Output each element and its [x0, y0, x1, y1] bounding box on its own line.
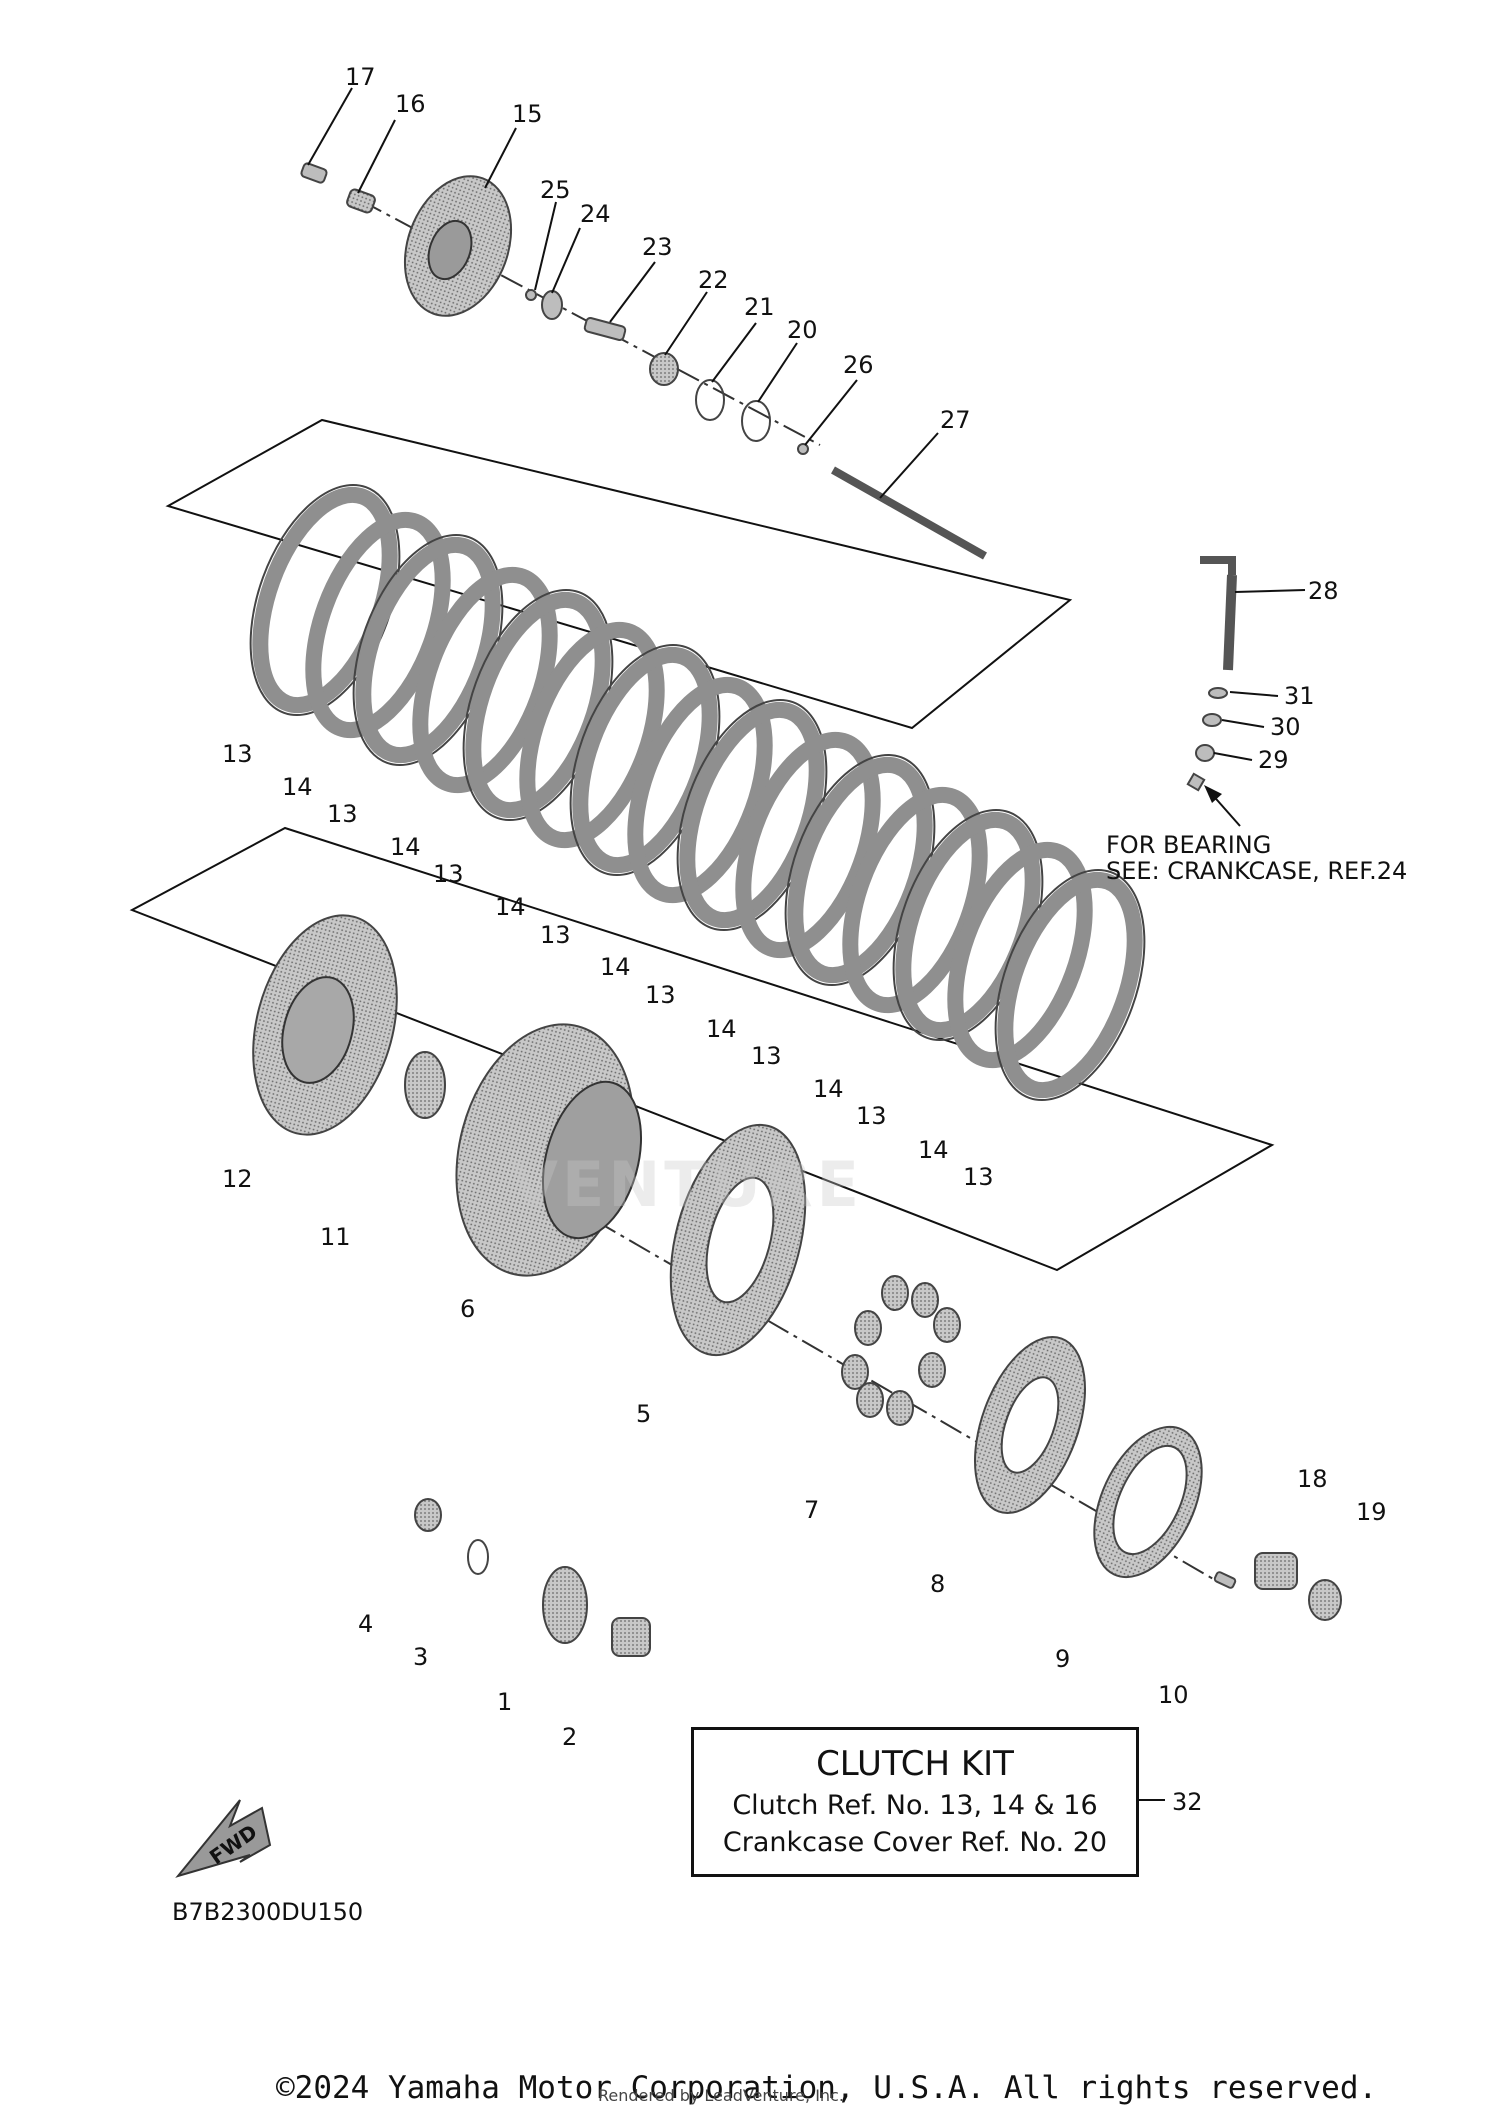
- label-20: 20: [787, 316, 818, 344]
- label-14: 14: [282, 773, 313, 801]
- label-13: 13: [751, 1042, 782, 1070]
- label-31: 31: [1284, 682, 1315, 710]
- ball-26: [797, 443, 809, 455]
- clutch-plate: [947, 841, 1093, 1069]
- washer-19: [1308, 1579, 1342, 1621]
- label-5: 5: [636, 1400, 651, 1428]
- clutch-kit-line-2: Crankcase Cover Ref. No. 20: [722, 1827, 1108, 1858]
- label-16: 16: [395, 90, 426, 118]
- part-labels: 17 16 15 25 24 23 22 21 20 26 27 28 31 3…: [222, 63, 1387, 1816]
- clutch-kit-box: CLUTCH KIT Clutch Ref. No. 13, 14 & 16 C…: [691, 1727, 1139, 1877]
- label-13: 13: [222, 740, 253, 768]
- push-lever-28: [1200, 556, 1237, 671]
- label-8: 8: [930, 1570, 945, 1598]
- spring-16: [346, 188, 376, 214]
- ball-25: [525, 289, 537, 301]
- collar-18: [1254, 1552, 1298, 1590]
- bearing-note: FOR BEARING SEE: CRANKCASE, REF.24: [1106, 832, 1407, 884]
- label-29: 29: [1258, 746, 1289, 774]
- clutch-housing-6: [455, 1023, 643, 1277]
- lock-washer-3: [467, 1539, 489, 1575]
- note-line-2: SEE: CRANKCASE, REF.24: [1106, 857, 1408, 885]
- label-15: 15: [512, 100, 543, 128]
- bolt-17: [300, 162, 328, 184]
- label-26: 26: [843, 351, 874, 379]
- label-13: 13: [963, 1163, 994, 1191]
- circlip-24: [541, 290, 563, 320]
- rendered-by-text: Rendered by LeadVenture, Inc.: [598, 2086, 844, 2105]
- label-22: 22: [698, 266, 729, 294]
- label-17: 17: [345, 63, 376, 91]
- label-18: 18: [1297, 1465, 1328, 1493]
- label-11: 11: [320, 1223, 351, 1251]
- damper-set-7: [841, 1275, 961, 1426]
- leader-lines: [307, 87, 1306, 1801]
- label-13: 13: [327, 800, 358, 828]
- label-14: 14: [706, 1015, 737, 1043]
- washer-30: [1202, 713, 1222, 727]
- label-32: 32: [1172, 1788, 1203, 1816]
- label-14: 14: [600, 953, 631, 981]
- label-13: 13: [433, 860, 464, 888]
- push-rod-23: [583, 316, 627, 342]
- fwd-arrow-icon: FWD: [175, 1799, 272, 1878]
- label-10: 10: [1158, 1681, 1189, 1709]
- push-rod-27: [831, 466, 987, 560]
- copyright-text: ©2024 Yamaha Motor Corporation, U.S.A. A…: [276, 2070, 1378, 2106]
- label-14: 14: [495, 893, 526, 921]
- label-3: 3: [413, 1643, 428, 1671]
- bearing-29: [1195, 744, 1215, 762]
- label-7: 7: [804, 1496, 819, 1524]
- plate-8: [974, 1336, 1086, 1514]
- clutch-kit-line-1: Clutch Ref. No. 13, 14 & 16: [732, 1790, 1098, 1821]
- pin-10: [1213, 1571, 1237, 1589]
- friction-plate: [994, 868, 1146, 1102]
- bearing-arrow-head: [1204, 785, 1222, 803]
- washer-21: [695, 379, 725, 421]
- label-14: 14: [390, 833, 421, 861]
- pressure-plate-15: [403, 175, 513, 317]
- bearing-22: [649, 352, 679, 386]
- label-23: 23: [642, 233, 673, 261]
- label-9: 9: [1055, 1645, 1070, 1673]
- label-19: 19: [1356, 1498, 1387, 1526]
- primary-drive-gear-1: [542, 1566, 588, 1644]
- plate-9: [1093, 1425, 1203, 1579]
- thrust-washer-11: [404, 1051, 446, 1119]
- clutch-plate-stack: [249, 483, 1146, 1102]
- label-1: 1: [497, 1688, 512, 1716]
- label-4: 4: [358, 1610, 373, 1638]
- nut-4: [414, 1498, 442, 1532]
- diagram-code: B7B2300DU150: [172, 1898, 364, 1926]
- bearing-ref: [1186, 772, 1206, 792]
- primary-driven-gear-5: [669, 1123, 807, 1357]
- label-30: 30: [1270, 713, 1301, 741]
- note-line-1: FOR BEARING: [1106, 831, 1272, 859]
- label-14: 14: [813, 1075, 844, 1103]
- label-28: 28: [1308, 577, 1339, 605]
- clutch-kit-title: CLUTCH KIT: [816, 1744, 1014, 1784]
- label-25: 25: [540, 176, 571, 204]
- clutch-boss-12: [252, 914, 398, 1136]
- clutch-plate: [519, 621, 665, 849]
- label-13: 13: [645, 981, 676, 1009]
- washer-20: [741, 400, 771, 442]
- label-13: 13: [856, 1102, 887, 1130]
- label-21: 21: [744, 293, 775, 321]
- oil-seal-31: [1208, 687, 1228, 699]
- clutch-plate: [627, 676, 773, 904]
- label-27: 27: [940, 406, 971, 434]
- label-12: 12: [222, 1165, 253, 1193]
- watermark: VENTURE: [510, 1148, 863, 1221]
- label-6: 6: [460, 1295, 475, 1323]
- label-14: 14: [918, 1136, 949, 1164]
- collar-2: [611, 1617, 651, 1657]
- label-13: 13: [540, 921, 571, 949]
- label-2: 2: [562, 1723, 577, 1751]
- label-24: 24: [580, 200, 611, 228]
